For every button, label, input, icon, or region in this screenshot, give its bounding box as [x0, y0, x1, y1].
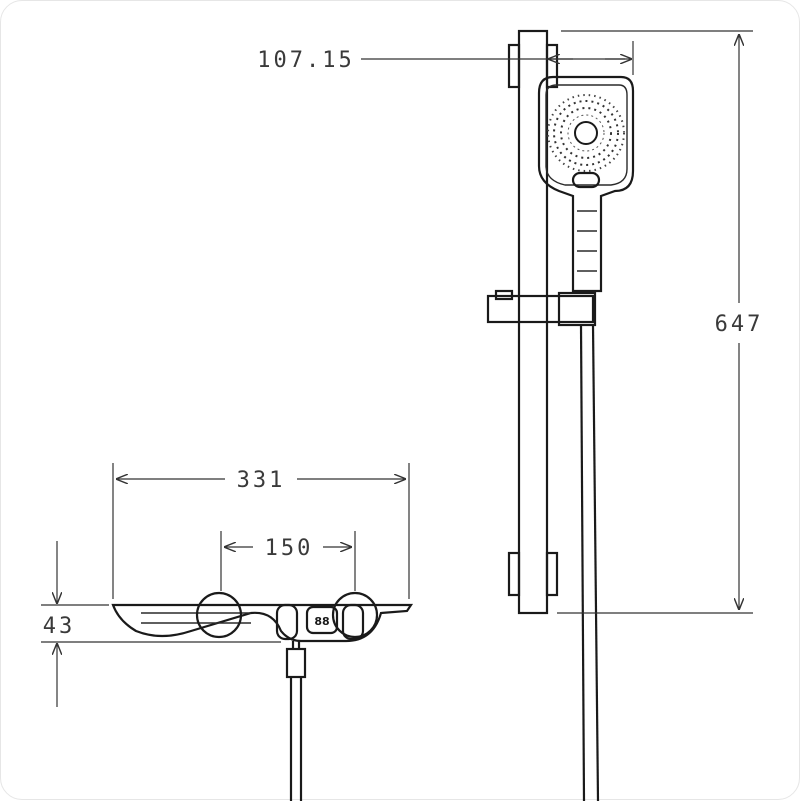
- dimension-text-body-width: 331: [237, 468, 286, 493]
- dimension-rail-height: 647: [557, 30, 764, 614]
- left-knob: [275, 603, 299, 641]
- dimension-text-head-offset: 107.15: [257, 48, 354, 73]
- temperature-display: [305, 605, 339, 635]
- dimension-text-inlet-spacing: 150: [265, 536, 314, 561]
- shower-hose: [579, 324, 600, 801]
- right-knob: [341, 603, 365, 641]
- dimension-text-rail-height: 647: [715, 312, 764, 337]
- spray-face: [547, 94, 625, 172]
- dimension-text-body-depth: 43: [43, 614, 76, 639]
- mixer-body: 88: [111, 591, 414, 679]
- dimension-body-width: 331: [112, 463, 410, 599]
- hand-shower: [537, 75, 635, 293]
- slider-bracket: [486, 289, 597, 327]
- outlet-connector: [285, 647, 307, 679]
- dimension-body-depth: 43: [41, 541, 281, 707]
- dimension-head-offset: 107.15: [257, 41, 634, 75]
- display-digits: 88: [314, 615, 329, 628]
- mixer-hose: [289, 677, 303, 801]
- mode-button: [571, 171, 601, 189]
- dimension-inlet-spacing: 150: [220, 531, 356, 591]
